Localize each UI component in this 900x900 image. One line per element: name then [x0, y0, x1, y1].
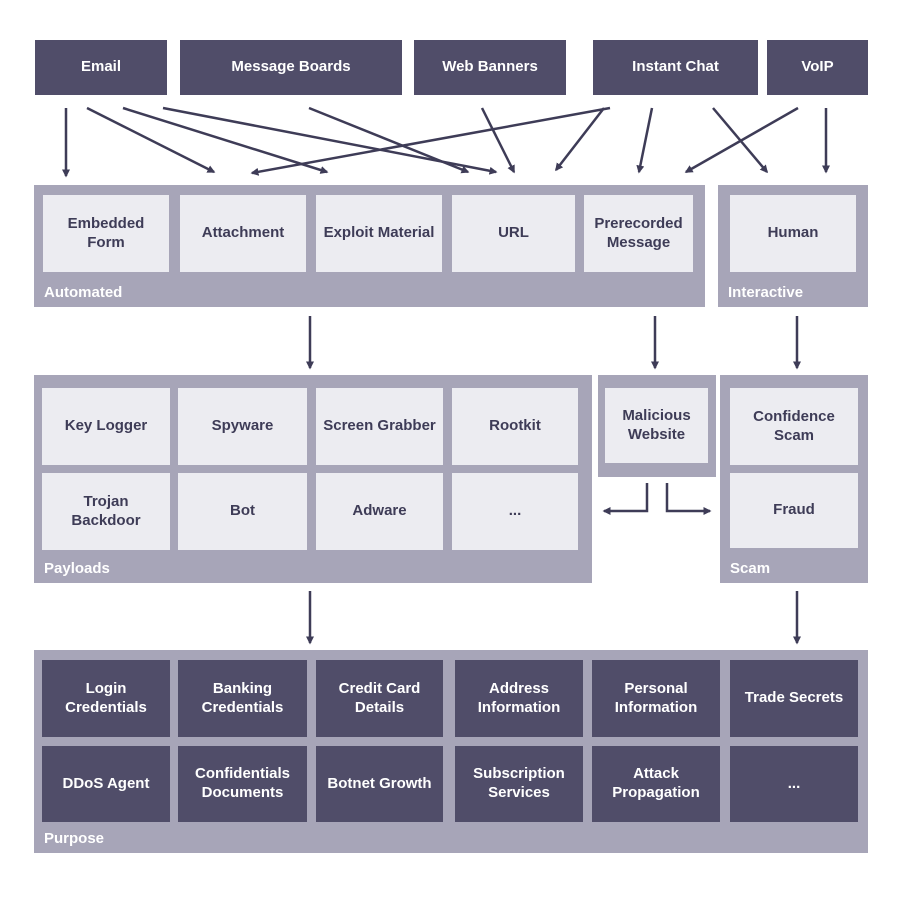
arrow-voip-to-prerecorded-message [684, 106, 799, 174]
group-label-purpose: Purpose [44, 830, 105, 847]
node-email: Email [35, 40, 167, 95]
node-fraud: Fraud [730, 473, 858, 548]
node-message-boards: Message Boards [180, 40, 402, 95]
node-screen-grabber: Screen Grabber [316, 388, 443, 465]
node-trade-secrets: Trade Secrets [730, 660, 858, 737]
node-confidentials-documents: Confidentials Documents [178, 746, 307, 822]
arrow-instant-chat-to-attachment [250, 106, 611, 176]
node-credit-card-details: Credit Card Details [316, 660, 443, 737]
group-malicious-website: Malicious Website [598, 375, 716, 477]
node-botnet-growth: Botnet Growth [316, 746, 443, 822]
group-purpose: Login Credentials Banking Credentials Cr… [34, 650, 868, 853]
group-label-interactive: Interactive [728, 284, 804, 301]
node-instant-chat: Instant Chat [593, 40, 758, 95]
node-payloads-more: ... [452, 473, 578, 550]
node-trojan-backdoor: Trojan Backdoor [42, 473, 170, 550]
node-attack-propagation: Attack Propagation [592, 746, 720, 822]
group-label-scam: Scam [730, 560, 771, 577]
node-login-credentials: Login Credentials [42, 660, 170, 737]
arrow-email-to-url [162, 106, 498, 175]
arrow-email-to-exploit-material [122, 106, 329, 174]
node-attachment: Attachment [180, 195, 306, 272]
node-spyware: Spyware [178, 388, 307, 465]
arrow-malicious-website-to-payloads [602, 483, 649, 515]
node-subscription-services: Subscription Services [455, 746, 583, 822]
node-confidence-scam: Confidence Scam [730, 388, 858, 465]
group-automated: Embedded Form Attachment Exploit Materia… [34, 185, 705, 307]
node-key-logger: Key Logger [42, 388, 170, 465]
node-url: URL [452, 195, 575, 272]
node-rootkit: Rootkit [452, 388, 578, 465]
node-malicious-website: Malicious Website [605, 388, 708, 463]
node-purpose-more: ... [730, 746, 858, 822]
node-adware: Adware [316, 473, 443, 550]
node-prerecorded-message: Prerecorded Message [584, 195, 693, 272]
group-interactive: Human Interactive [718, 185, 868, 307]
group-label-automated: Automated [44, 284, 123, 301]
arrow-instant-chat-to-human [712, 107, 768, 174]
arrow-malicious-website-to-scam [665, 483, 712, 515]
node-web-banners: Web Banners [414, 40, 566, 95]
node-address-information: Address Information [455, 660, 583, 737]
node-banking-credentials: Banking Credentials [178, 660, 307, 737]
arrow-instant-chat-to-url [555, 107, 605, 172]
node-human: Human [730, 195, 856, 272]
arrow-email-to-attachment [86, 106, 216, 174]
group-payloads: Key Logger Spyware Screen Grabber Rootki… [34, 375, 592, 583]
node-exploit-material: Exploit Material [316, 195, 442, 272]
node-personal-information: Personal Information [592, 660, 720, 737]
arrow-instant-chat-to-prerecorded-message [636, 107, 654, 174]
node-bot: Bot [178, 473, 307, 550]
arrow-message-boards-to-url [308, 106, 470, 174]
group-label-payloads: Payloads [44, 560, 110, 577]
node-ddos-agent: DDoS Agent [42, 746, 170, 822]
node-embedded-form: Embedded Form [43, 195, 169, 272]
arrow-web-banners-to-url [480, 107, 516, 174]
node-voip: VoIP [767, 40, 868, 95]
group-scam: Confidence Scam Fraud Scam [720, 375, 868, 583]
